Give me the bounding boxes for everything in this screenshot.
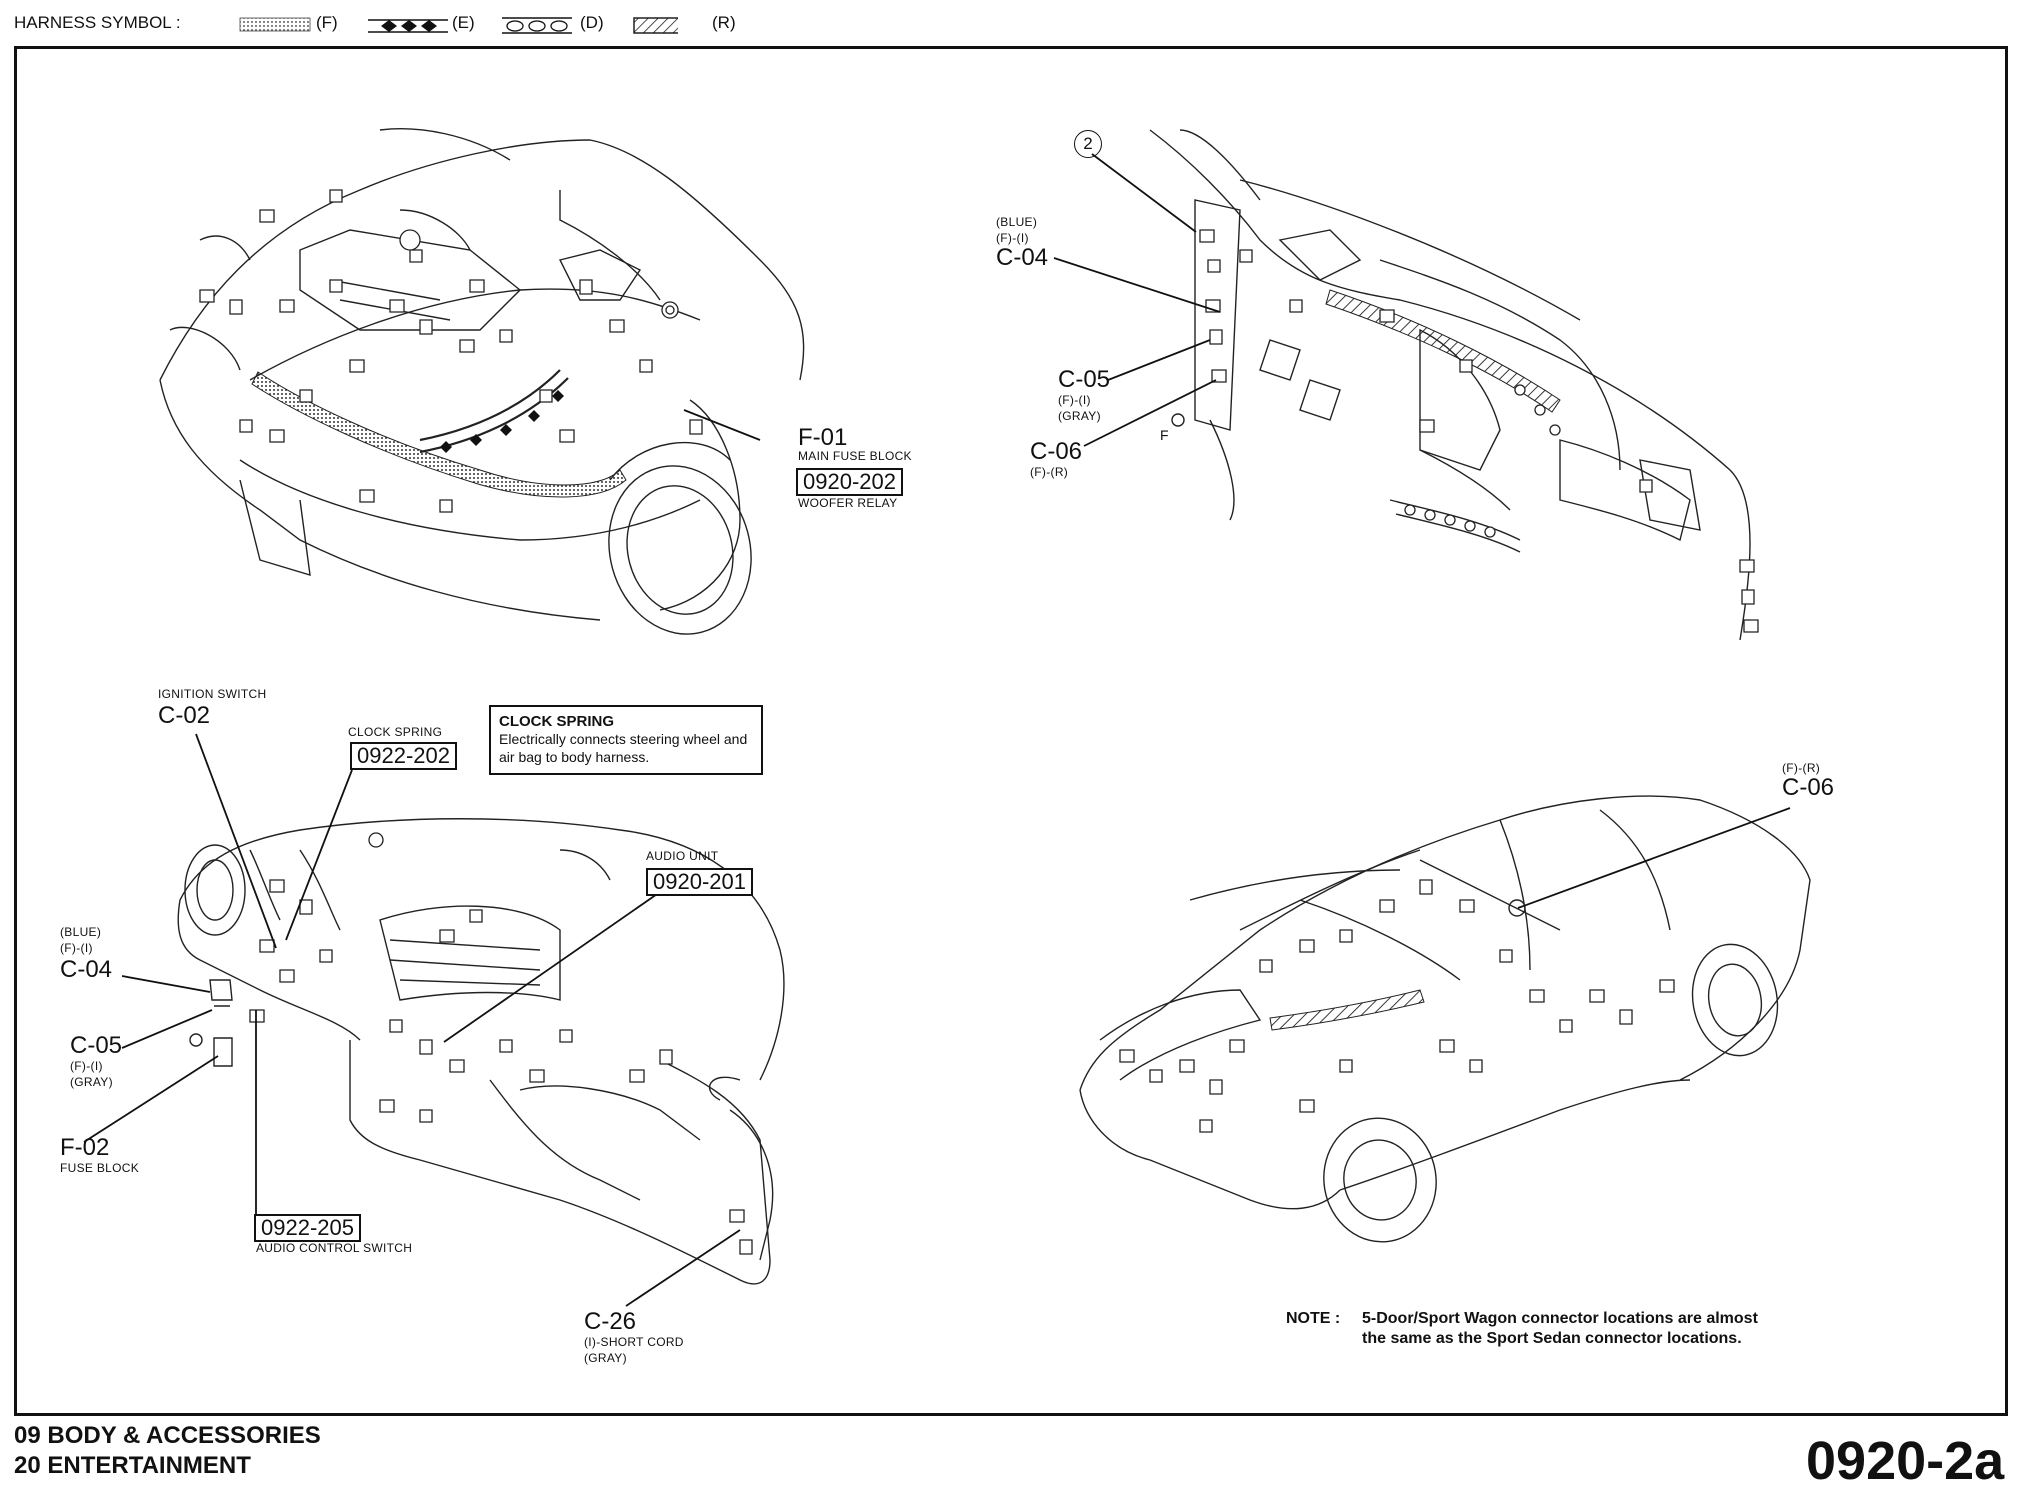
- ignition-switch-name: IGNITION SWITCH: [158, 687, 267, 701]
- car-body-view: [1080, 796, 1810, 1251]
- f01-name: MAIN FUSE BLOCK: [798, 449, 912, 463]
- bl-c05-color: (GRAY): [70, 1075, 113, 1089]
- page-number: 0920-2a: [1806, 1431, 2005, 1491]
- legend-r-label: (R): [712, 13, 736, 32]
- audio-control-switch-ref[interactable]: 0922-205: [254, 1214, 361, 1242]
- br-c06-harness: (F)-(R): [1782, 761, 1821, 775]
- clock-spring-info-text: Electrically connects steering wheel and…: [499, 731, 748, 766]
- harness-d-swatch: [502, 17, 572, 34]
- tr-f-mark: F: [1160, 427, 1169, 443]
- clock-spring-name: CLOCK SPRING: [348, 725, 443, 739]
- diagram-frame: [14, 46, 2008, 1416]
- legend-e-label: (E): [452, 13, 475, 32]
- harness-e-swatch: [368, 19, 448, 33]
- tr-c06-code[interactable]: C-06: [1030, 438, 1083, 465]
- tr-c04-harness: (F)-(I): [996, 231, 1029, 245]
- c26-code[interactable]: C-26: [584, 1308, 637, 1335]
- harness-symbol-legend: [239, 17, 678, 34]
- bl-c05-harness: (F)-(I): [70, 1059, 103, 1073]
- harness-f-swatch: [239, 17, 311, 32]
- c26-color: (GRAY): [584, 1351, 627, 1365]
- tr-c06-harness: (F)-(R): [1030, 465, 1069, 479]
- bl-c04-color: (BLUE): [60, 925, 102, 939]
- c26-harness: (I)-SHORT CORD: [584, 1335, 684, 1349]
- legend-title: HARNESS SYMBOL :: [14, 13, 181, 32]
- woofer-relay-ref[interactable]: 0920-202: [796, 468, 903, 496]
- bl-c05-code[interactable]: C-05: [70, 1032, 123, 1059]
- note-line-1: 5-Door/Sport Wagon connector locations a…: [1362, 1310, 1758, 1327]
- bl-c04-code[interactable]: C-04: [60, 956, 113, 983]
- tr-c04-code[interactable]: C-04: [996, 244, 1049, 271]
- tr-c05-color: (GRAY): [1058, 409, 1101, 423]
- audio-unit-ref[interactable]: 0920-201: [646, 868, 753, 896]
- ignition-switch-code[interactable]: C-02: [158, 702, 211, 729]
- instrument-panel-view: [178, 819, 784, 1284]
- woofer-relay-name: WOOFER RELAY: [798, 496, 898, 510]
- legend-d-label: (D): [580, 13, 604, 32]
- f01-code: F-01: [798, 424, 848, 451]
- dash-interior-view: [1150, 130, 1758, 640]
- clock-spring-info-title: CLOCK SPRING: [499, 713, 615, 730]
- br-c06-code[interactable]: C-06: [1782, 774, 1835, 801]
- tr-c05-harness: (F)-(I): [1058, 393, 1091, 407]
- leader-lines: [84, 154, 1790, 1306]
- clock-spring-info-box: CLOCK SPRING Electrically connects steer…: [489, 705, 763, 775]
- engine-compartment-view: [160, 129, 804, 650]
- legend-f-label: (F): [316, 13, 338, 32]
- note-line-2: the same as the Sport Sedan connector lo…: [1362, 1330, 1742, 1347]
- tr-c05-code[interactable]: C-05: [1058, 366, 1111, 393]
- audio-unit-name: AUDIO UNIT: [646, 849, 719, 863]
- footer-section-body: 09 BODY & ACCESSORIES: [14, 1422, 321, 1449]
- f02-name: FUSE BLOCK: [60, 1161, 140, 1175]
- bl-c04-harness: (F)-(I): [60, 941, 93, 955]
- footer-section-entertainment: 20 ENTERTAINMENT: [14, 1452, 251, 1479]
- audio-control-switch-name: AUDIO CONTROL SWITCH: [256, 1241, 413, 1255]
- tr-c04-color: (BLUE): [996, 215, 1038, 229]
- callout-2: 2: [1074, 130, 1102, 158]
- f02-code[interactable]: F-02: [60, 1134, 110, 1161]
- harness-r-swatch: [633, 17, 678, 34]
- clock-spring-ref[interactable]: 0922-202: [350, 742, 457, 770]
- note-label: NOTE :: [1286, 1310, 1341, 1327]
